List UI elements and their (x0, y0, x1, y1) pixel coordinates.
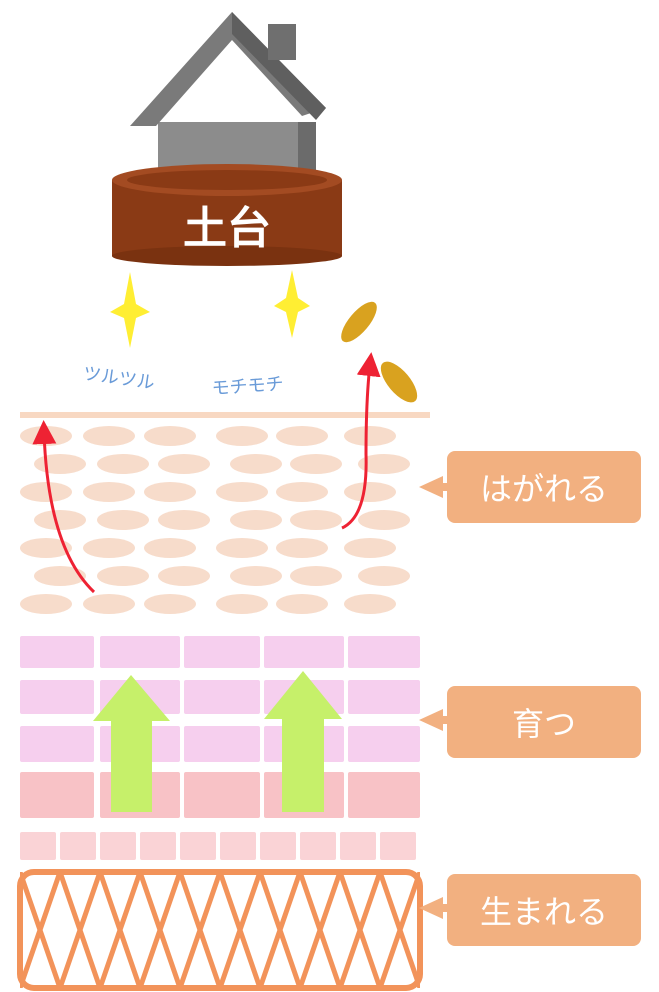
young-cell (340, 832, 376, 860)
young-cell (260, 832, 296, 860)
shedding-cell (158, 510, 210, 530)
shedding-cell (230, 454, 282, 474)
shedding-cell (344, 594, 396, 614)
stage-arrow-icon (419, 897, 449, 919)
shedding-cell (216, 538, 268, 558)
young-cell (140, 832, 176, 860)
shedding-cell (20, 594, 72, 614)
shedding-cell (216, 482, 268, 502)
growing-cell (264, 636, 344, 668)
young-cell-layer (20, 772, 420, 860)
shedding-cell (276, 482, 328, 502)
shedding-cell (97, 510, 149, 530)
shedding-cell (20, 426, 72, 446)
stage-arrow-icon (419, 476, 449, 498)
growing-cell (348, 726, 420, 762)
young-cell (380, 832, 416, 860)
stage-label-growing: 育つ (447, 686, 641, 758)
shedding-cell (344, 426, 396, 446)
growing-cell (184, 680, 260, 714)
young-cell (20, 832, 56, 860)
shedding-cell (20, 482, 72, 502)
shed-arrow-right (341, 352, 381, 530)
basal-layer (17, 869, 423, 991)
surface-word-smooth: ツルツル (82, 363, 156, 394)
stage-label-shedding: はがれる (447, 451, 641, 523)
young-cell (220, 832, 256, 860)
shedding-cell (290, 510, 342, 530)
young-cell (100, 832, 136, 860)
shedding-cell (358, 454, 410, 474)
shedding-cell (276, 426, 328, 446)
shedding-cell (34, 566, 86, 586)
foundation-label: 土台 (183, 203, 271, 254)
growing-cell (184, 636, 260, 668)
shedding-cell (34, 454, 86, 474)
shedding-cell (83, 426, 135, 446)
stage-label-born: 生まれる (447, 874, 641, 946)
shedding-cell (83, 482, 135, 502)
shedding-cell (290, 566, 342, 586)
shedding-cell (216, 594, 268, 614)
shedding-cell (144, 482, 196, 502)
shed-flake-icon (380, 361, 418, 403)
shedding-cell (83, 538, 135, 558)
shedding-cell (276, 538, 328, 558)
young-cell (300, 832, 336, 860)
shedding-cell (290, 454, 342, 474)
stage-arrow-icon (419, 709, 449, 731)
surface-word-springy: モチモチ (211, 374, 284, 400)
shedding-cell (144, 538, 196, 558)
shedding-cell (216, 426, 268, 446)
growing-cell-layer (20, 636, 420, 762)
young-cell (184, 772, 260, 818)
shedding-cell (34, 510, 86, 530)
shedding-cell (144, 594, 196, 614)
growing-cell (20, 726, 94, 762)
shedding-cell (97, 566, 149, 586)
growth-arrow-icon (264, 671, 342, 812)
shedding-cell (83, 594, 135, 614)
growing-cell (20, 636, 94, 668)
skin-surface-line (20, 412, 430, 418)
shedding-cell (158, 454, 210, 474)
shedding-cell (276, 594, 328, 614)
shedding-cell (97, 454, 149, 474)
shedding-cell (344, 538, 396, 558)
foundation-icon (112, 164, 342, 266)
growing-cell (348, 636, 420, 668)
growing-cell (348, 680, 420, 714)
growing-cell (20, 680, 94, 714)
growing-cell (100, 636, 180, 668)
growing-cell (184, 726, 260, 762)
shed-flake-icon (341, 301, 377, 343)
young-cell (348, 772, 420, 818)
shedding-cell (358, 566, 410, 586)
growth-arrow-icon (93, 675, 170, 812)
sparkle-icon (274, 270, 310, 338)
shedding-cell (158, 566, 210, 586)
shed-arrow-left (32, 420, 96, 594)
young-cell (60, 832, 96, 860)
shedding-cell (358, 510, 410, 530)
shedding-cell (344, 482, 396, 502)
young-cell (20, 772, 94, 818)
sparkle-icon (110, 272, 150, 348)
shedding-cell-layer (20, 426, 410, 614)
shedding-cell (20, 538, 72, 558)
young-cell (180, 832, 216, 860)
shedding-cell (230, 566, 282, 586)
shedding-cell (144, 426, 196, 446)
shedding-cell (230, 510, 282, 530)
